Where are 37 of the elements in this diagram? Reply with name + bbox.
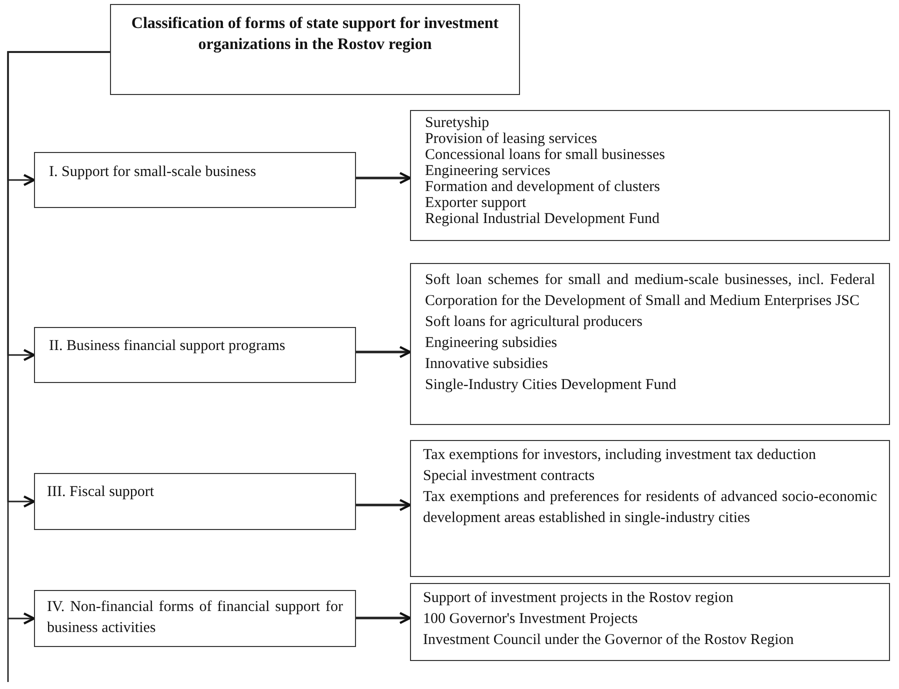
- heading-box: [110, 4, 520, 95]
- list-item: Suretyship: [425, 115, 490, 131]
- list-item: Single-Industry Cities Development Fund: [425, 376, 678, 395]
- list-item: Special investment contracts: [423, 467, 596, 486]
- arrow: [356, 346, 412, 358]
- list-item: Tax exemptions and preferences for residents of advanced socio-economic development areas established in single-industry cities: [423, 488, 877, 528]
- list-item: Soft loans for agricultural producers: [425, 313, 644, 332]
- category-box: [34, 152, 356, 208]
- category-label: IV. Non-financial forms of financial support for business activities: [47, 598, 343, 638]
- list-item: Regional Industrial Development Fund: [425, 211, 661, 227]
- list-item: Investment Council under the Governor of the Rostov Region: [423, 631, 795, 650]
- list-item: Concessional loans for small businesses: [425, 147, 666, 163]
- category-box: [34, 473, 356, 530]
- arrow: [7, 51, 110, 625]
- category-label: I. Support for small-scale business: [49, 163, 258, 181]
- category-box: [34, 590, 356, 647]
- category-label: II. Business financial support programs: [49, 337, 286, 356]
- list-item: Tax exemptions for investors, including investment tax deduction: [423, 446, 818, 465]
- list-box: [410, 583, 890, 661]
- arrow: [356, 612, 412, 624]
- list-item: 100 Governor's Investment Projects: [423, 610, 639, 629]
- list-item: Exporter support: [425, 195, 528, 211]
- list-item: Formation and development of clusters: [425, 179, 661, 195]
- list-box: [410, 263, 890, 425]
- list-box: [410, 110, 890, 241]
- list-item: Innovative subsidies: [425, 355, 549, 374]
- arrow: [356, 498, 412, 512]
- list-item: Soft loan schemes for small and medium-scale businesses, incl. Federal Corporation for the Development of Small and Medium Enterprises JSC: [425, 271, 875, 311]
- list-item: Engineering subsidies: [425, 334, 558, 353]
- arrow: [356, 172, 412, 184]
- list-item: Provision of leasing services: [425, 131, 598, 147]
- list-box: [410, 440, 890, 577]
- list-item: Engineering services: [425, 163, 552, 179]
- category-label: III. Fiscal support: [47, 483, 156, 502]
- list-item: Support of investment projects in the Rostov region: [423, 589, 734, 608]
- heading-label: Classification of forms of state support for investment organizations in the Rostov region: [130, 14, 500, 55]
- category-box: [34, 327, 356, 383]
